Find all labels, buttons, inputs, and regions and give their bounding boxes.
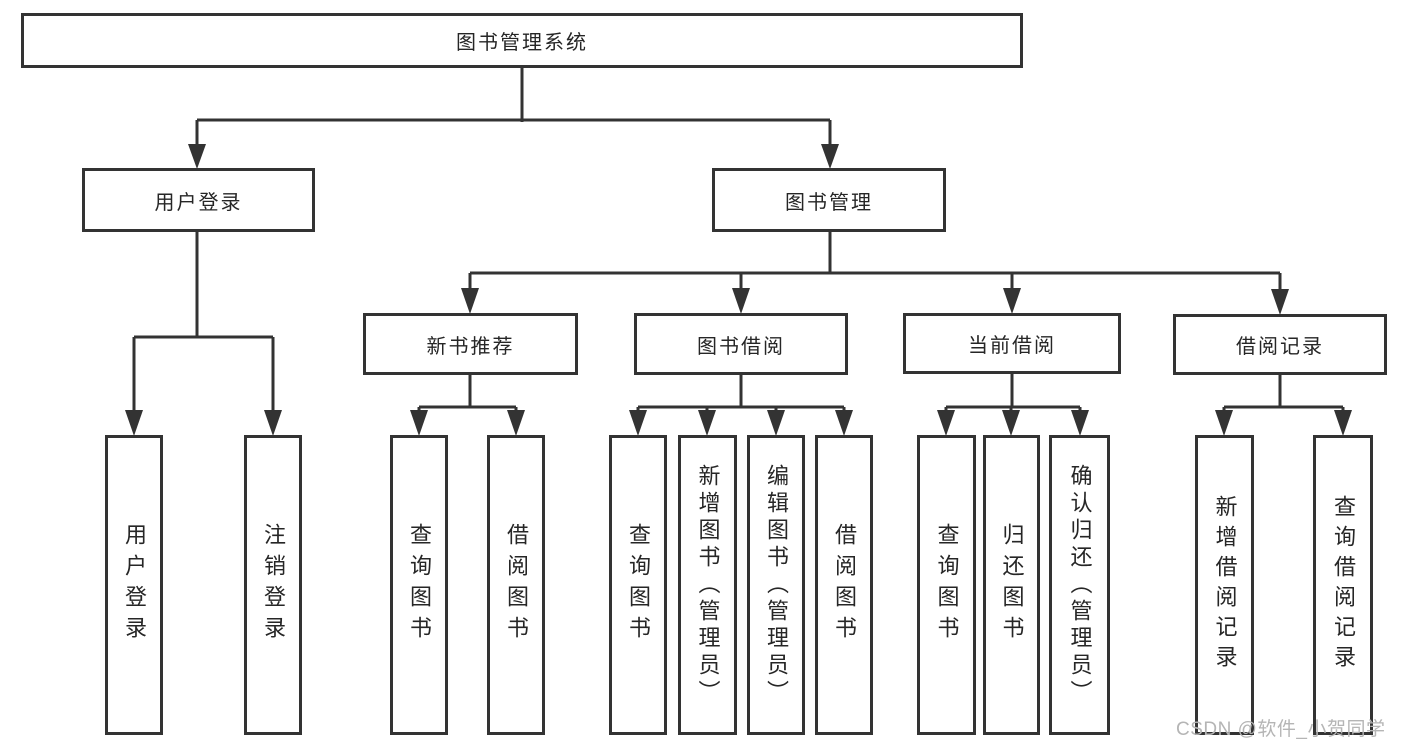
- leaf-logout: 注销登录: [244, 435, 302, 735]
- node-current-borrow: 当前借阅: [903, 313, 1121, 374]
- node-book-management: 图书管理: [712, 168, 946, 232]
- leaf-add-book-admin: 新增图书（管理员）: [678, 435, 737, 735]
- leaf-confirm-return-admin: 确认归还（管理员）: [1049, 435, 1110, 735]
- node-user-login: 用户登录: [82, 168, 315, 232]
- node-borrow-records: 借阅记录: [1173, 314, 1387, 375]
- node-root: 图书管理系统: [21, 13, 1023, 68]
- leaf-query-books-recommend: 查询图书: [390, 435, 448, 735]
- leaf-edit-book-admin: 编辑图书（管理员）: [747, 435, 805, 735]
- leaf-query-books-borrow: 查询图书: [609, 435, 667, 735]
- node-new-book-recommend: 新书推荐: [363, 313, 578, 375]
- csdn-watermark: CSDN @软件_小贺同学: [1176, 719, 1386, 740]
- leaf-add-borrow-record: 新增借阅记录: [1195, 435, 1254, 735]
- node-book-borrow: 图书借阅: [634, 313, 848, 375]
- leaf-return-book: 归还图书: [983, 435, 1040, 735]
- leaf-borrow-books: 借阅图书: [815, 435, 873, 735]
- leaf-query-borrow-record: 查询借阅记录: [1313, 435, 1373, 735]
- leaf-query-books-current: 查询图书: [917, 435, 976, 735]
- leaf-borrow-books-recommend: 借阅图书: [487, 435, 545, 735]
- leaf-user-login: 用户登录: [105, 435, 163, 735]
